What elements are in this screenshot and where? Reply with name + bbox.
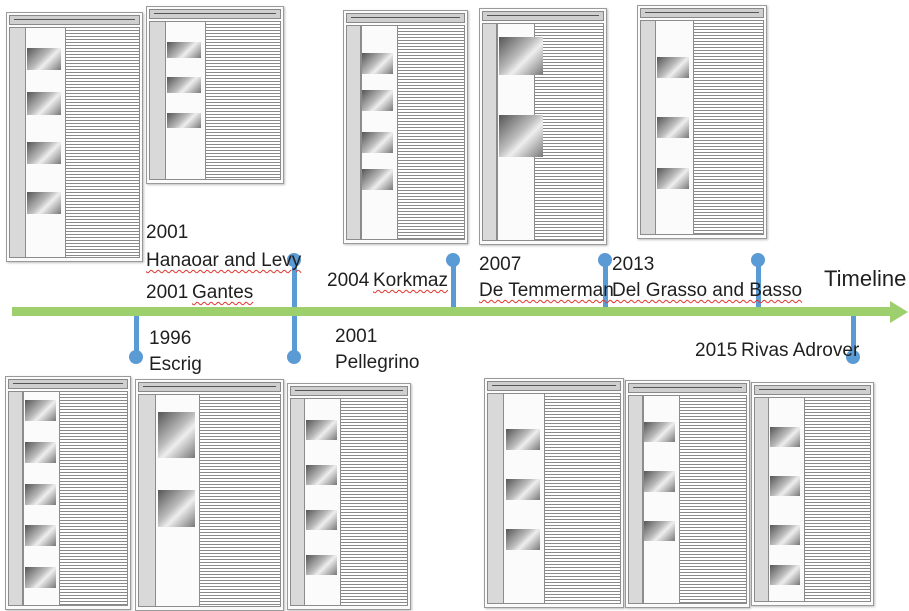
- marker-stem: [292, 316, 297, 358]
- marker-knob: [751, 253, 765, 267]
- timeline-year: 2015: [695, 340, 738, 361]
- document-thumbnail: [343, 10, 468, 244]
- marker-knob: [287, 350, 301, 364]
- timeline-authors: Rivas Adrover: [741, 340, 860, 361]
- document-thumbnail: [637, 5, 767, 239]
- marker-knob: [287, 253, 301, 267]
- marker-stem: [851, 316, 856, 358]
- timeline-year: 2001: [146, 222, 189, 243]
- timeline-year: 2001: [146, 282, 189, 303]
- timeline-authors: De Temmerman: [479, 280, 614, 301]
- timeline-authors: Escrig: [149, 354, 202, 375]
- marker-stem: [292, 262, 297, 307]
- document-thumbnail: [146, 6, 284, 184]
- timeline-year: 2007: [479, 254, 522, 275]
- timeline-axis: [12, 307, 892, 316]
- document-thumbnail: [625, 380, 750, 608]
- timeline-year: 2013: [612, 254, 655, 275]
- document-thumbnail: [484, 378, 624, 608]
- marker-knob: [446, 253, 460, 267]
- timeline-year: 1996: [149, 328, 192, 349]
- marker-stem: [451, 262, 456, 307]
- timeline-authors: Korkmaz: [373, 270, 448, 291]
- marker-stem: [756, 262, 761, 307]
- document-thumbnail: [751, 382, 874, 606]
- document-thumbnail: [135, 379, 284, 611]
- marker-stem: [134, 316, 139, 358]
- timeline-title: Timeline: [824, 266, 907, 291]
- timeline-authors: Hanaoar and Levy: [146, 250, 302, 271]
- timeline-year: 2001: [335, 326, 378, 347]
- marker-knob: [846, 350, 860, 364]
- marker-knob: [129, 350, 143, 364]
- marker-stem: [603, 262, 608, 307]
- document-thumbnail: [6, 12, 143, 262]
- document-thumbnail: [479, 8, 607, 245]
- timeline-authors: Pellegrino: [335, 352, 420, 373]
- timeline-authors: Gantes: [192, 282, 254, 303]
- timeline-arrowhead: [890, 301, 908, 323]
- timeline-authors: Del Grasso and Basso: [612, 280, 803, 301]
- document-thumbnail: [287, 383, 411, 610]
- document-thumbnail: [5, 376, 131, 610]
- marker-knob: [598, 253, 612, 267]
- timeline-year: 2004: [327, 270, 370, 291]
